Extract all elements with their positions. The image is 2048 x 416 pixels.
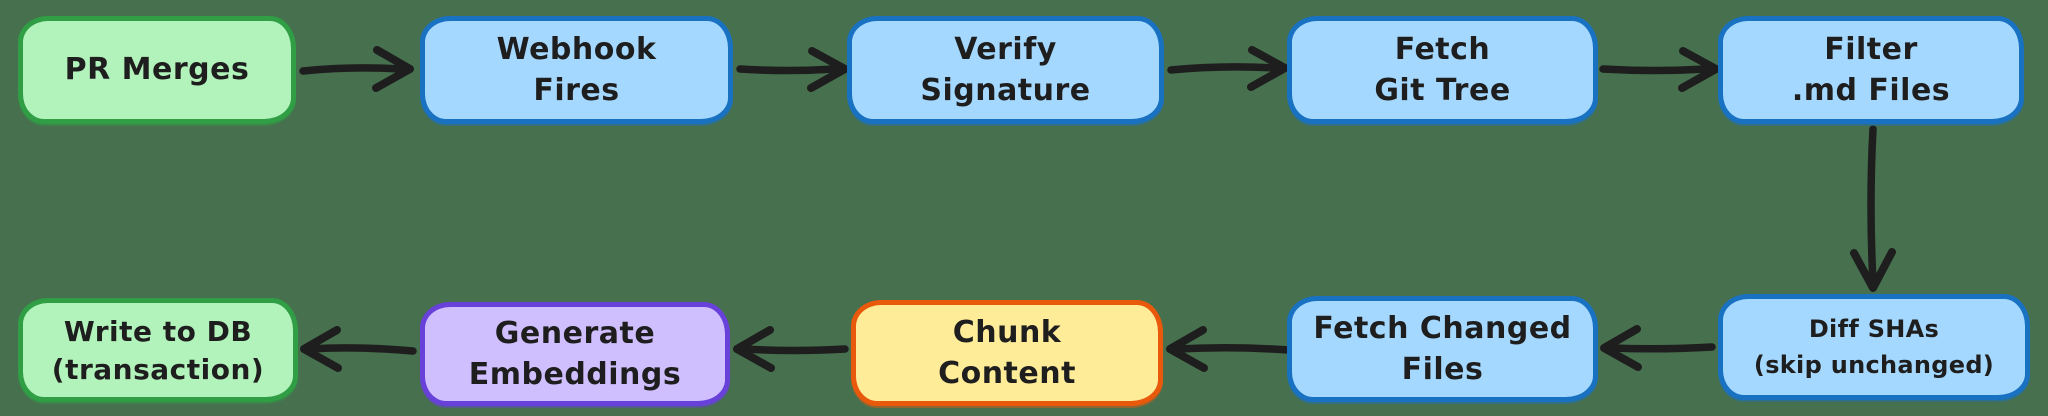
node-fetch-git-tree-label-line2: Git Tree <box>1374 72 1511 108</box>
arrow-generate-embeddings-to-write-to-db <box>300 326 417 372</box>
arrow-pr-merges-to-webhook-fires <box>299 46 414 92</box>
node-verify-signature-label-line2: Signature <box>920 72 1091 108</box>
node-write-to-db: Write to DB (transaction) <box>18 298 298 402</box>
arrow-filter-md-files-to-diff-shas <box>1850 125 1896 292</box>
node-fetch-changed-files: Fetch Changed Files <box>1287 296 1598 402</box>
node-webhook-fires-label-line2: Fires <box>533 72 620 108</box>
node-fetch-changed-files-label-line2: Files <box>1401 351 1484 387</box>
arrow-fetch-changed-files-to-chunk-content <box>1166 326 1292 372</box>
node-verify-signature-label-line1: Verify <box>954 32 1057 67</box>
node-generate-embeddings-label-line2: Embeddings <box>468 356 682 392</box>
node-fetch-git-tree-label-line1: Fetch <box>1394 32 1491 67</box>
arrow-chunk-content-to-generate-embeddings <box>733 326 849 372</box>
arrow-verify-signature-to-fetch-git-tree <box>1167 46 1289 91</box>
arrow-fetch-git-tree-to-filter-md-files <box>1599 47 1720 92</box>
node-diff-shas: Diff SHAs (skip unchanged) <box>1718 294 2030 400</box>
node-pr-merges: PR Merges <box>18 16 296 124</box>
node-generate-embeddings-label-line1: Generate <box>494 316 656 351</box>
node-fetch-git-tree: Fetch Git Tree <box>1287 16 1598 124</box>
node-webhook-fires-label-line1: Webhook <box>496 32 657 67</box>
node-pr-merges-label: PR Merges <box>64 52 250 88</box>
node-webhook-fires: Webhook Fires <box>420 16 733 124</box>
node-chunk-content-label-line1: Chunk <box>952 315 1062 350</box>
node-verify-signature: Verify Signature <box>847 16 1164 124</box>
node-diff-shas-label-line2: (skip unchanged) <box>1753 350 1995 379</box>
node-chunk-content-label-line2: Content <box>938 355 1076 391</box>
node-filter-md-files-label-line2: .md Files <box>1791 72 1951 108</box>
node-write-to-db-label-line1: Write to DB <box>63 314 253 348</box>
node-chunk-content: Chunk Content <box>851 300 1163 406</box>
node-diff-shas-label-line1: Diff SHAs <box>1808 315 1940 344</box>
node-generate-embeddings: Generate Embeddings <box>420 302 730 406</box>
node-fetch-changed-files-label-line1: Fetch Changed <box>1313 311 1572 346</box>
arrow-diff-shas-to-fetch-changed-files <box>1600 325 1716 371</box>
node-filter-md-files-label-line1: Filter <box>1824 32 1918 67</box>
node-write-to-db-label-line2: (transaction) <box>51 352 265 386</box>
node-filter-md-files: Filter .md Files <box>1718 16 2024 124</box>
arrow-webhook-fires-to-verify-signature <box>736 47 849 92</box>
